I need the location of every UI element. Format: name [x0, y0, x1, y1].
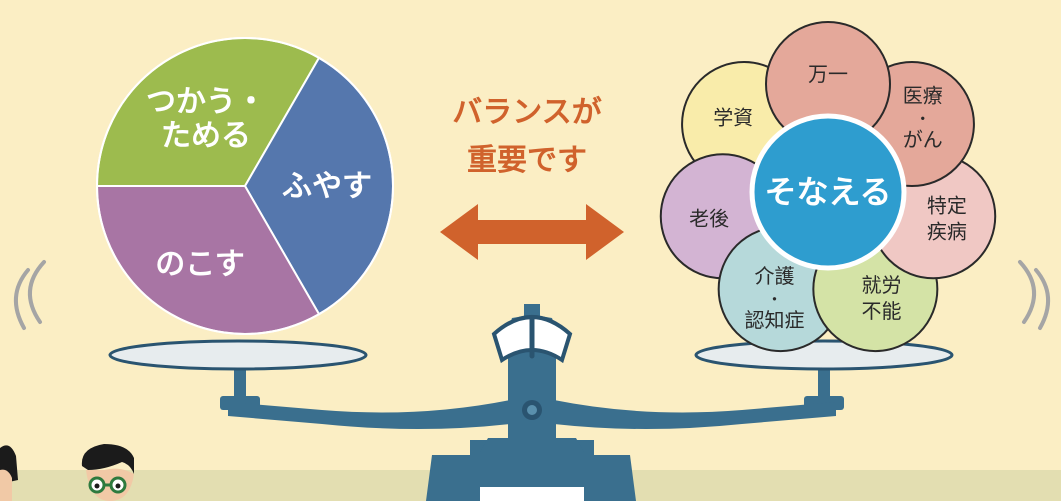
- person-right: [81, 444, 134, 501]
- balance-text-line-1: バランスが: [452, 95, 601, 130]
- person-left: [0, 445, 18, 501]
- petal-tokutei-shippei-label: 特定: [927, 194, 967, 218]
- petal-manichi-label: 万一: [808, 62, 848, 86]
- petal-iryo-gan-label: ・: [915, 110, 931, 129]
- petal-iryo-gan-label: 医療: [903, 84, 943, 108]
- balance-message: バランスが 重要です: [440, 95, 624, 260]
- petal-iryo-gan-label: がん: [903, 128, 943, 152]
- flower-center: [749, 113, 907, 271]
- double-arrow: [440, 204, 624, 260]
- pie-segment-nokosu-label: のこす: [155, 247, 244, 282]
- petal-kaigo-ninchisho-label: 介護: [755, 264, 795, 288]
- petal-gakushi-label: 学資: [713, 106, 753, 130]
- petal-kaigo-ninchisho-label: ・: [767, 290, 783, 309]
- petal-shuro-funo-label: 不能: [861, 299, 901, 323]
- flower-center-label: そなえる: [764, 173, 891, 211]
- petal-kaigo-ninchisho-label: 認知症: [745, 308, 805, 332]
- right-plate: [694, 339, 954, 371]
- left-plate: [108, 339, 368, 371]
- pie-segment-fuyasu-label: ふやす: [282, 169, 372, 204]
- petal-tokutei-shippei-label: 疾病: [927, 220, 967, 244]
- pie-segment-tsukau-tameru-label: つかう・: [146, 84, 266, 119]
- wobble-lines-right: [1018, 260, 1051, 330]
- pie-segment-tsukau-tameru-label: ためる: [161, 118, 251, 153]
- balance-text-line-2: 重要です: [467, 143, 587, 178]
- petal-rogo-label: 老後: [689, 207, 729, 231]
- petal-shuro-funo-label: 就労: [861, 273, 901, 297]
- wobble-lines-left: [13, 260, 46, 330]
